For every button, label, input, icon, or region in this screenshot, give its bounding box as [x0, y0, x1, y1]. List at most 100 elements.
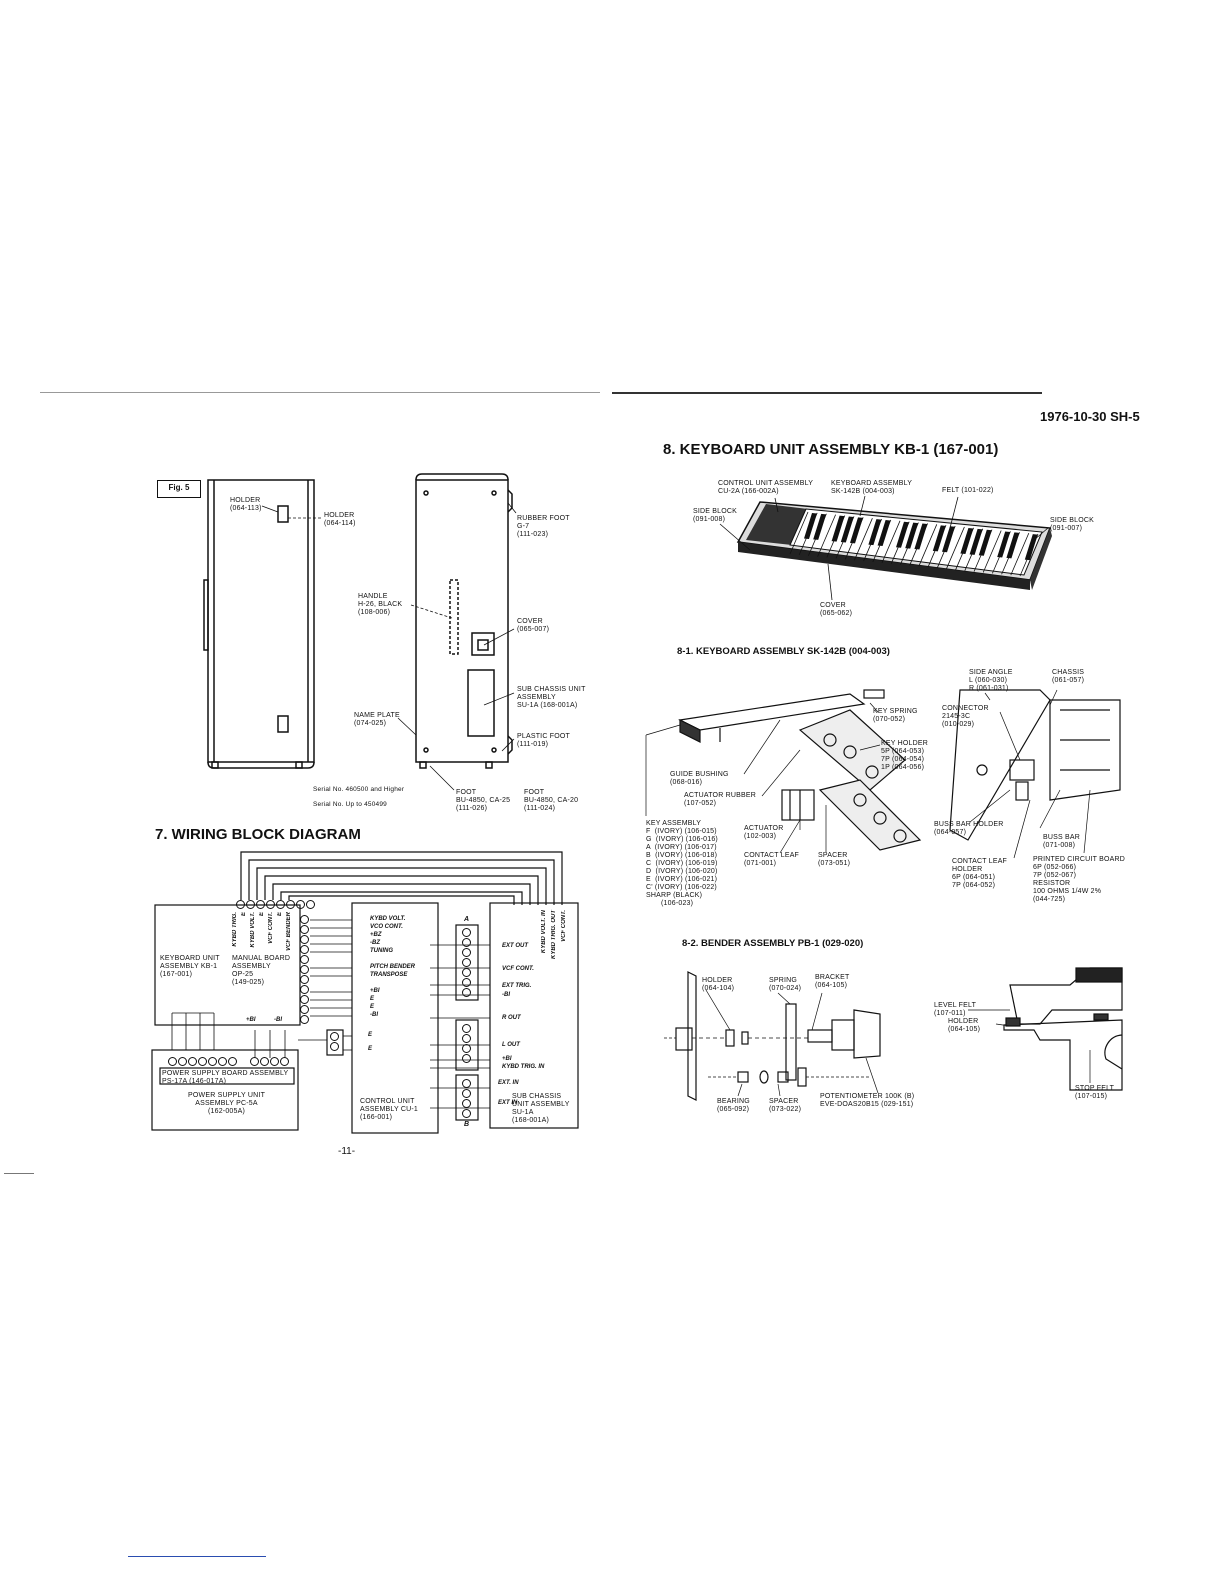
bender-holder-label: HOLDER (064-104): [702, 977, 735, 992]
bender-holder-b-label: HOLDER (064-105): [948, 1018, 981, 1033]
mid-signal-4: TUNING: [370, 948, 393, 954]
kb-black-key: [1006, 532, 1020, 559]
bottom-rule: [128, 1556, 266, 1557]
kb-key-divider: [936, 525, 956, 569]
foot-111-026-label: FOOT BU-4850, CA-25 (111-026): [456, 789, 511, 812]
guide-bushing-label: GUIDE BUSHING (068-016): [670, 771, 729, 786]
ground-terminals: [330, 1032, 339, 1052]
mid-signal-5: PITCH BENDER: [370, 964, 416, 970]
kb-black-key: [896, 521, 909, 548]
contact-leaf-holder-label: CONTACT LEAF HOLDER 6P (064-051) 7P (064…: [952, 858, 1008, 889]
page-number: -11-: [338, 1146, 356, 1157]
kb-key-divider: [872, 519, 892, 563]
mid-signal-1: VCO CONT.: [370, 924, 403, 930]
connector-b-label: B: [464, 1121, 470, 1128]
kb-key-divider: [946, 526, 965, 570]
right-signal-7: KYBD TRIG. IN: [502, 1064, 545, 1070]
key-holder-label: KEY HOLDER 5P (064-053) 7P (064-054) 1P …: [881, 740, 928, 771]
spacer-073-022-label: SPACER (073-022): [769, 1098, 802, 1113]
kb-key-divider: [973, 529, 993, 572]
mid-signal-11: E: [368, 1032, 373, 1038]
power-board-label: POWER SUPPLY BOARD ASSEMBLY PS-17A (146-…: [162, 1070, 289, 1085]
name-plate-label: NAME PLATE (074-025): [354, 712, 400, 727]
bender-spring-label: SPRING (070-024): [769, 977, 802, 992]
right-signal-5: L OUT: [502, 1042, 520, 1048]
pcb-label: PRINTED CIRCUIT BOARD 6P (052-066) 7P (0…: [1033, 856, 1125, 903]
power-term-minus: -BI: [274, 1017, 282, 1023]
actuator-label: ACTUATOR (102-003): [744, 825, 784, 840]
right-signal-3: -BI: [502, 992, 510, 998]
right-signal-9: EXT IN: [498, 1100, 518, 1106]
kb-black-key: [914, 523, 928, 550]
kb-black-key: [840, 516, 854, 543]
kb-key-divider: [798, 512, 818, 556]
kb-black-key: [1024, 534, 1038, 561]
buss-bar-label: BUSS BAR (071-008): [1043, 834, 1080, 849]
handle-label: HANDLE H-26, BLACK (108-006): [358, 593, 403, 616]
right-signal-0: EXT OUT: [502, 943, 529, 949]
power-term-plus: +BI: [246, 1017, 256, 1023]
kb-key-divider: [881, 520, 901, 563]
serial-low-label: Serial No. Up to 450499: [313, 801, 387, 808]
sub-chassis-unit-label: SUB CHASSIS UNIT ASSEMBLY SU-1A (168-001…: [512, 1093, 570, 1124]
connector-a-terminals: [462, 928, 471, 998]
spacer-073-051-label: SPACER (073-051): [818, 852, 851, 867]
connector-mid-terminals: [462, 1024, 471, 1064]
kb1-keys: [789, 511, 1039, 577]
kb-key-divider: [817, 514, 836, 557]
level-felt-label: LEVEL FELT (107-011): [934, 1002, 977, 1017]
mid-signal-2: +BZ: [370, 932, 382, 938]
kb-black-key: [850, 517, 863, 544]
kb1-side-block-right-label: SIDE BLOCK (091-007): [1050, 517, 1095, 532]
holder-064-113-label: HOLDER (064-113): [230, 497, 262, 512]
potentiometer-label: POTENTIOMETER 100K (B) EVE-DOAS20B15 (02…: [820, 1093, 915, 1108]
kb1-felt-label: FELT (101-022): [942, 487, 994, 494]
kb-black-key: [978, 529, 992, 556]
kb-key-divider: [1001, 532, 1020, 575]
power-board-terminals: [168, 1057, 238, 1066]
kb-black-key: [942, 526, 955, 553]
power-output-terminals: [250, 1057, 290, 1066]
kb-black-key: [804, 513, 817, 539]
kb-black-key: [877, 520, 891, 547]
top-rule-left: [40, 392, 600, 393]
kb-key-divider: [909, 523, 928, 566]
kb-black-key: [813, 513, 827, 540]
kb-key-divider: [918, 524, 938, 567]
kb-key-divider: [844, 517, 864, 560]
chassis-label: CHASSIS (061-057): [1052, 669, 1085, 684]
manual-board-side-terminals: [300, 915, 309, 1025]
kb-key-divider: [992, 531, 1011, 574]
kb-key-divider: [982, 530, 1002, 573]
buss-bar-holder-label: BUSS BAR HOLDER (064-057): [934, 821, 1004, 836]
bender-bracket-label: BRACKET (064-105): [815, 974, 850, 989]
pb1-title: 8-2. BENDER ASSEMBLY PB-1 (029-020): [682, 938, 864, 949]
kb-black-key: [831, 515, 845, 542]
sub-chassis-label: SUB CHASSIS UNIT ASSEMBLY SU-1A (168-001…: [517, 686, 586, 709]
holder-064-114-label: HOLDER (064-114): [324, 512, 356, 527]
right-signal-1: VCF CONT.: [502, 966, 534, 972]
kb1-side-block-left-label: SIDE BLOCK (091-008): [693, 508, 738, 523]
top-rule-right: [612, 392, 1042, 394]
serial-high-label: Serial No. 460500 and Higher: [313, 786, 405, 793]
mid-signal-12: E: [368, 1046, 373, 1052]
kb-key-divider: [826, 515, 846, 558]
mid-signal-8: E: [370, 996, 375, 1002]
kb-black-key: [905, 522, 919, 549]
figure-label: Fig. 5: [157, 480, 201, 498]
cover-065-007-label: COVER (065-007): [517, 618, 550, 633]
kb-black-key: [932, 525, 946, 552]
kb-black-key: [868, 519, 882, 546]
keyboard-unit-label: KEYBOARD UNIT ASSEMBLY KB-1 (167-001): [160, 955, 220, 978]
kb-key-divider: [890, 521, 910, 564]
side-mark: [4, 1173, 34, 1174]
connector-b-terminals: [462, 1079, 471, 1119]
right-signal-8: EXT. IN: [498, 1080, 519, 1086]
mid-signal-0: KYBD VOLT.: [370, 916, 406, 922]
mid-signal-6: TRANSPOSE: [370, 972, 408, 978]
